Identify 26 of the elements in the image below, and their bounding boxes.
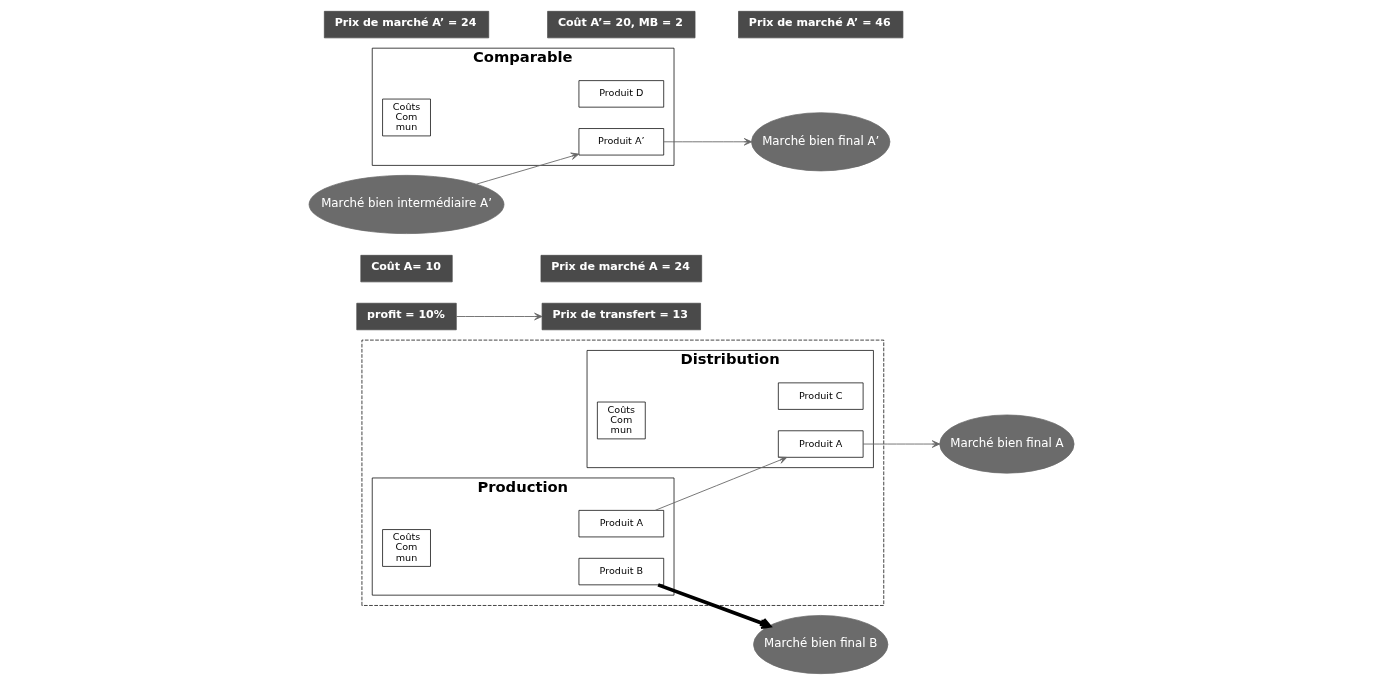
cluster: [361, 339, 884, 606]
node-box: Produit B: [578, 557, 664, 586]
arrow: [862, 440, 940, 448]
arrow: [662, 138, 752, 146]
arrow: [475, 152, 579, 185]
node-box: Prix de transfert = 13: [541, 302, 701, 331]
arrow: [455, 312, 542, 321]
node-ellipse: Marché bien final A’: [750, 112, 890, 172]
node-box: Prix de marché A’ = 46: [737, 10, 903, 39]
node-box: Produit D: [578, 80, 664, 108]
arrow: [657, 583, 771, 630]
arrow: [654, 456, 787, 511]
node-box: Produit C: [777, 382, 863, 410]
node-box: Produit A: [578, 510, 664, 538]
node-box: Coût A= 10: [359, 254, 453, 283]
node-box: Coûts Com mun: [381, 98, 431, 137]
node-box: Prix de marché A’ = 24: [323, 10, 489, 39]
node-box: profit = 10%: [355, 302, 457, 331]
node-box: Coût A’= 20, MB = 2: [546, 10, 695, 39]
node-ellipse: Marché bien final A: [938, 414, 1074, 474]
node-box: Coûts Com mun: [381, 529, 431, 567]
node-ellipse: Marché bien intermédiaire A’: [308, 175, 504, 234]
node-box: Produit A: [777, 430, 863, 458]
node-box: Prix de marché A = 24: [540, 254, 702, 283]
node-box: Produit A’: [578, 128, 664, 156]
node-box: Coûts Com mun: [596, 401, 646, 440]
